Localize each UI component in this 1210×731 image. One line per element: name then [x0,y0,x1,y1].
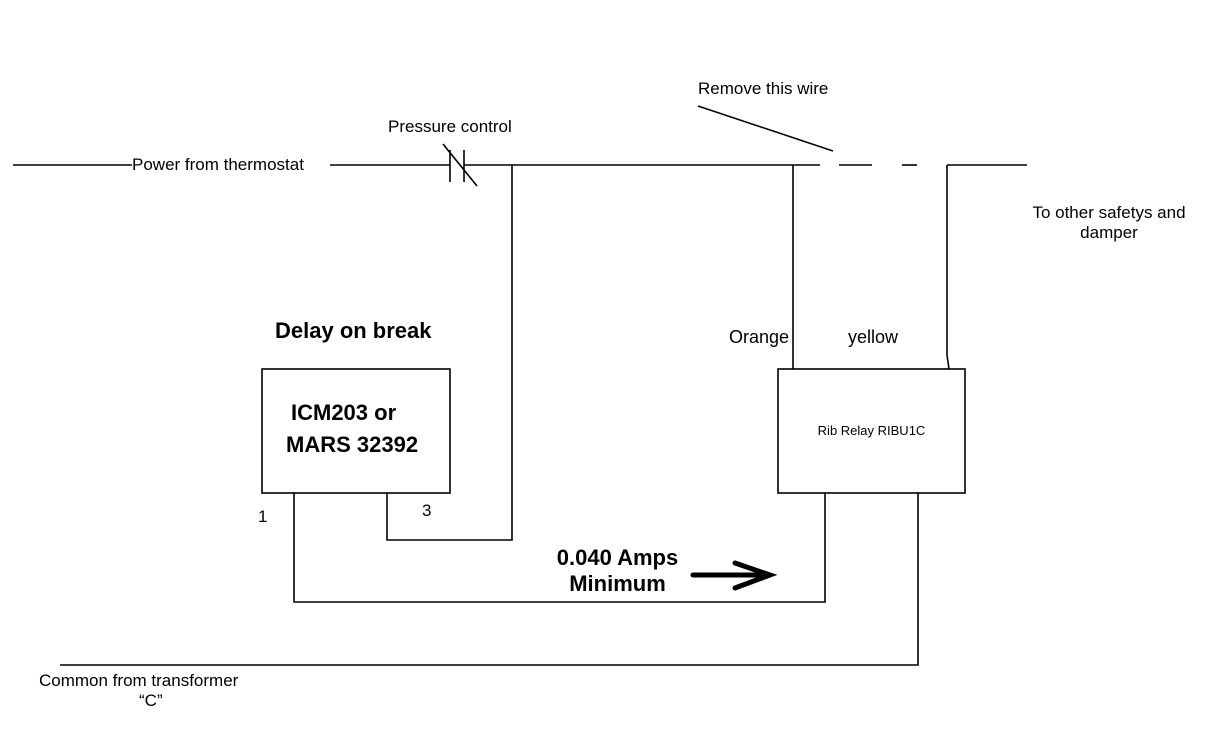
yellow-wire-label: yellow [848,327,899,347]
terminal-3-wire [386,165,513,541]
to-other-safetys-label: To other safetys and damper [1018,203,1200,242]
common-from-transformer-label: Common from transformer “C” [39,671,238,710]
common-line1: Common from transformer [39,671,239,690]
current-rating-line2: Minimum [569,571,666,597]
relay-box [777,368,966,494]
terminal-3-label: 3 [422,501,432,520]
delay-module-line2: MARS 32392 [286,431,419,457]
pressure-control-switch-icon [442,143,478,187]
terminal-1-label: 1 [258,507,268,526]
delay-on-break-title: Delay on break [275,318,432,343]
common-line2: “C” [139,690,163,710]
delay-module-label: ICM203 or MARS 32392 [262,397,450,461]
yellow-wire [946,165,950,370]
current-rating-line1: 0.040 Amps [556,545,679,570]
delay-module-line1: ICM203 or [291,400,397,425]
power-from-thermostat-label: Power from thermostat [132,155,304,174]
relay-module-label: Rib Relay RIBU1C [817,423,926,438]
current-rating-label: 0.040 Amps Minimum [535,545,700,598]
pressure-control-label: Pressure control [388,117,512,136]
remove-wire-pointer [697,105,834,152]
common-wire [60,493,919,666]
remove-this-wire-label: Remove this wire [698,79,829,98]
to-other-safetys-line1: To other safetys and [1032,203,1186,222]
terminal-1-wire [293,493,826,603]
current-arrow-icon [690,560,778,591]
to-other-safetys-line2: damper [1080,222,1138,242]
delay-module-box [261,368,451,494]
orange-wire-label: Orange [729,327,790,347]
